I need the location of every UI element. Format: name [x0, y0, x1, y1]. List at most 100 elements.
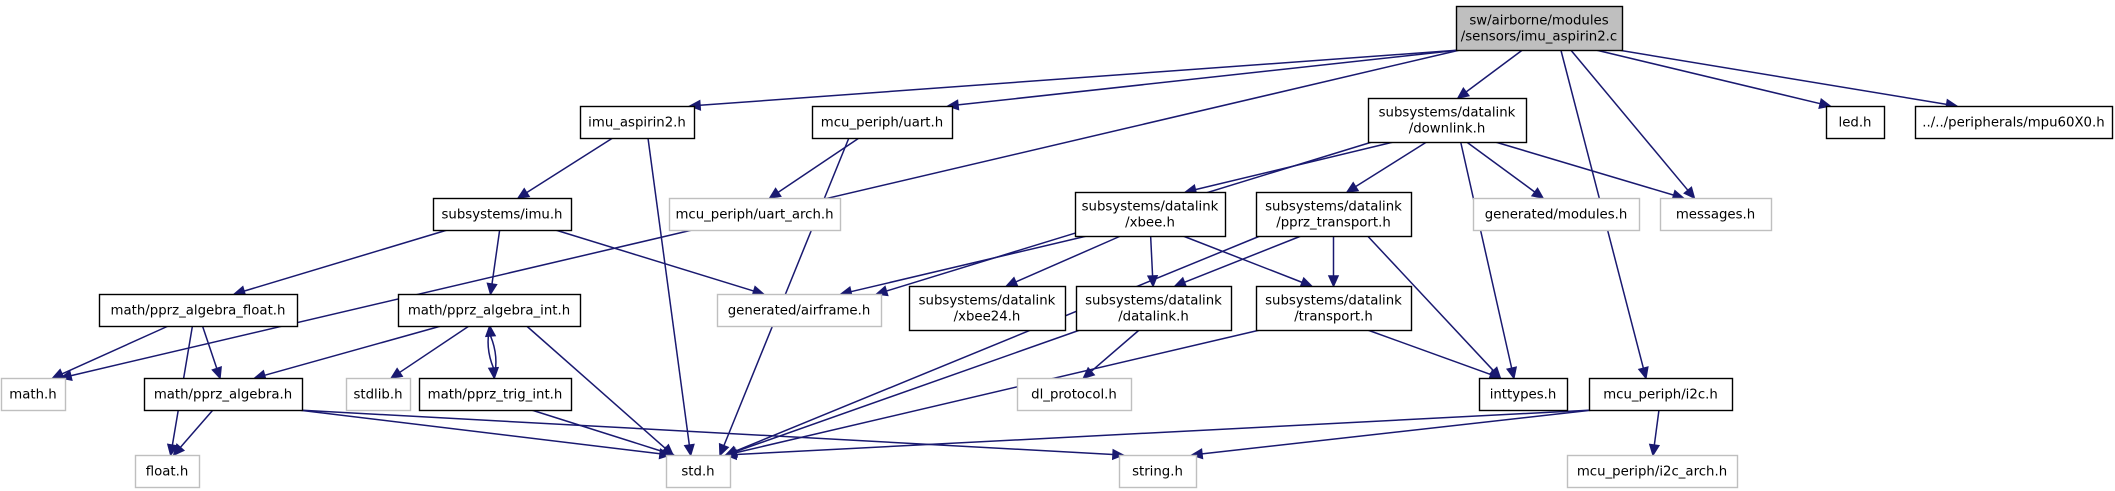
edge-alg_float-to-float-arrowhead [166, 443, 179, 457]
edge-alg-to-float-arrowhead [172, 443, 186, 457]
edge-alg-to-float [179, 409, 214, 448]
node-imu_aspirin2-label-line-0: imu_aspirin2.h [588, 116, 686, 131]
node-i2c[interactable]: mcu_periph/i2c.h [1588, 377, 1734, 412]
edge-xbee-to-transport-arrowhead [1299, 276, 1314, 288]
node-alg-label-line-0: math/pprz_algebra.h [154, 388, 292, 403]
node-root-box [1455, 5, 1624, 52]
edge-i2c-to-string-arrowhead [1190, 448, 1204, 460]
edge-uart-to-uart_arch-arrowhead [768, 187, 782, 200]
node-imu_aspirin2[interactable]: imu_aspirin2.h [579, 105, 696, 140]
edge-downlink-to-pprz_transport [1355, 141, 1427, 188]
node-trig_int[interactable]: math/pprz_trig_int.h [418, 377, 573, 412]
node-alg[interactable]: math/pprz_algebra.h [143, 377, 304, 412]
node-led[interactable]: led.h [1825, 105, 1886, 140]
node-uart-label-line-0: mcu_periph/uart.h [821, 116, 943, 131]
node-imu-box [432, 197, 573, 232]
edge-datalink-to-dl_protocol-arrowhead [1082, 366, 1096, 380]
node-alg_float-label-line-0: math/pprz_algebra_float.h [111, 304, 286, 319]
edge-trig_int-to-alg_int-arrowhead [484, 324, 497, 338]
edge-datalink-to-std [735, 329, 1081, 453]
node-downlink-label-line-0: subsystems/datalink [1379, 106, 1516, 121]
node-mpu60x0[interactable]: ../../peripherals/mpu60X0.h [1914, 105, 2114, 140]
edge-pprz_transport-to-transport-arrowhead [1327, 275, 1340, 288]
node-xbee[interactable]: subsystems/datalink/xbee.h [1074, 191, 1227, 238]
node-gen_modules: generated/modules.h [1472, 197, 1641, 232]
node-datalink[interactable]: subsystems/datalink/datalink.h [1075, 285, 1233, 332]
edge-alg_int-to-std [526, 325, 666, 449]
edge-root-to-uart-arrowhead [946, 99, 960, 111]
edge-root-to-uart [957, 49, 1461, 106]
edge-i2c-to-string [1201, 409, 1594, 455]
node-uart_arch: mcu_periph/uart_arch.h [668, 197, 842, 232]
node-xbee24-label-line-0: subsystems/datalink [919, 294, 1056, 309]
node-gen_airframe-label-line-0: generated/airframe.h [728, 304, 871, 319]
node-uart_arch-box [668, 197, 842, 232]
edge-imu_aspirin2-to-std [647, 137, 691, 446]
edge-root-to-i2c-arrowhead [1637, 366, 1649, 380]
node-alg_int[interactable]: math/pprz_algebra_int.h [397, 293, 582, 328]
edge-alg-to-string [297, 409, 1114, 456]
node-imu_aspirin2-box [579, 105, 696, 140]
node-downlink[interactable]: subsystems/datalink/downlink.h [1367, 97, 1528, 144]
node-transport-label-line-1: /transport.h [1294, 310, 1373, 325]
node-uart[interactable]: mcu_periph/uart.h [811, 105, 954, 140]
node-std-box [665, 454, 732, 489]
edge-downlink-to-gen_airframe-arrowhead [875, 285, 889, 297]
node-gen_modules-box [1472, 197, 1641, 232]
node-trig_int-label-line-0: math/pprz_trig_int.h [428, 388, 563, 403]
edge-downlink-to-inttypes [1459, 141, 1513, 369]
node-messages-label-line-0: messages.h [1676, 208, 1755, 223]
edge-imu-to-alg_int [491, 229, 501, 285]
edge-imu_aspirin2-to-imu-arrowhead [516, 187, 531, 199]
node-messages: messages.h [1659, 197, 1773, 232]
node-inttypes[interactable]: inttypes.h [1478, 377, 1569, 412]
edge-alg_int-to-stdlib [399, 325, 470, 374]
node-datalink-box [1075, 285, 1233, 332]
edge-pprz_transport-to-datalink-arrowhead [1173, 276, 1188, 288]
node-gen_airframe-box [716, 293, 883, 328]
node-imu[interactable]: subsystems/imu.h [432, 197, 573, 232]
edge-pprz_transport-to-std [734, 235, 1261, 452]
node-transport-label-line-0: subsystems/datalink [1265, 294, 1402, 309]
node-alg_int-label-line-0: math/pprz_algebra_int.h [408, 304, 570, 319]
node-math-box [0, 377, 67, 412]
edge-trig_int-to-std [531, 409, 665, 453]
edge-xbee-to-gen_airframe [850, 235, 1087, 293]
edge-transport-to-inttypes [1367, 329, 1492, 376]
edge-root-to-imu_aspirin2 [699, 49, 1461, 107]
node-i2c_arch-box [1566, 454, 1739, 489]
edge-imu_aspirin2-to-imu [526, 137, 614, 194]
edge-downlink-to-messages [1495, 141, 1674, 196]
node-pprz_transport-box [1255, 191, 1413, 238]
edge-xbee-to-xbee24 [1015, 235, 1121, 283]
edge-root-to-led [1595, 49, 1821, 105]
node-transport[interactable]: subsystems/datalink/transport.h [1255, 285, 1413, 332]
edge-alg-to-std-arrowhead [658, 448, 672, 460]
node-led-label-line-0: led.h [1839, 116, 1872, 131]
node-alg_float[interactable]: math/pprz_algebra_float.h [98, 293, 299, 328]
edge-alg_int-to-trig_int-arrowhead [487, 366, 500, 380]
edge-root-to-downlink [1465, 49, 1523, 93]
node-pprz_transport-label-line-0: subsystems/datalink [1265, 200, 1402, 215]
edge-alg-to-std [297, 409, 661, 455]
node-root[interactable]: sw/airborne/modules/sensors/imu_aspirin2… [1455, 5, 1624, 52]
node-stdlib-label-line-0: stdlib.h [353, 388, 402, 403]
edge-alg_float-to-math-arrowhead [51, 368, 65, 379]
node-i2c_arch-label-line-0: mcu_periph/i2c_arch.h [1577, 465, 1727, 480]
node-imu-label-line-0: subsystems/imu.h [441, 208, 562, 223]
node-root-label-line-0: sw/airborne/modules [1469, 14, 1608, 29]
node-xbee24-box [908, 285, 1067, 332]
node-led-box [1825, 105, 1886, 140]
node-datalink-label-line-1: /datalink.h [1118, 310, 1189, 325]
node-i2c-label-line-0: mcu_periph/i2c.h [1603, 388, 1718, 403]
node-pprz_transport-label-line-1: /pprz_transport.h [1276, 216, 1391, 231]
node-inttypes-label-line-0: inttypes.h [1490, 388, 1557, 403]
node-xbee24[interactable]: subsystems/datalink/xbee24.h [908, 285, 1067, 332]
node-messages-box [1659, 197, 1773, 232]
node-pprz_transport[interactable]: subsystems/datalink/pprz_transport.h [1255, 191, 1413, 238]
edge-i2c-to-std [735, 409, 1594, 456]
edge-alg_int-to-stdlib-arrowhead [389, 367, 404, 380]
edge-alg_float-to-alg-arrowhead [211, 366, 222, 380]
node-string-box [1118, 454, 1198, 489]
